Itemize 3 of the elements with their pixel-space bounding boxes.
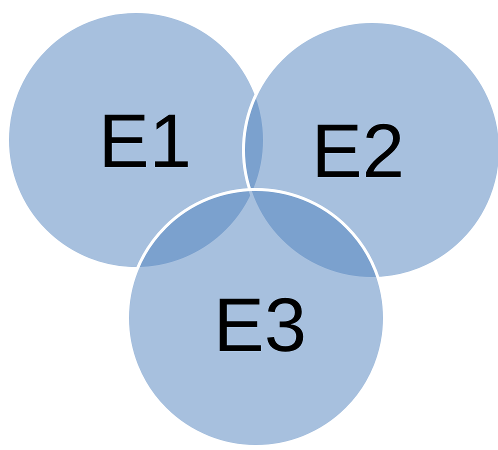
set-label: E2: [312, 114, 404, 190]
set-label: E3: [214, 288, 306, 364]
set-label: E1: [98, 104, 192, 180]
